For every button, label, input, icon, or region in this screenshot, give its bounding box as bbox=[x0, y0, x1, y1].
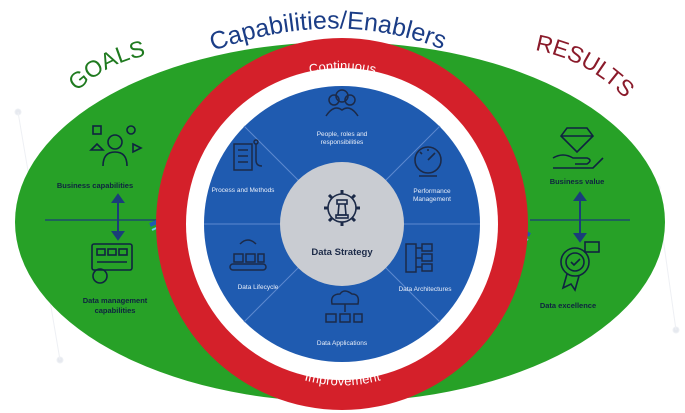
performance-label-line1: Performance bbox=[413, 188, 451, 195]
applications-label: Data Applications bbox=[317, 340, 368, 347]
results-double-arrow bbox=[573, 191, 587, 243]
cloud-devices-icon bbox=[325, 290, 363, 323]
dashboard-gear-icon bbox=[91, 243, 133, 284]
architecture-label: Data Architectures bbox=[398, 286, 452, 293]
business-capabilities-label: Business capabilities bbox=[57, 181, 133, 190]
data-management-label-line1: Data management bbox=[83, 296, 148, 305]
data-excellence-label: Data excellence bbox=[540, 301, 596, 310]
process-label: Process and Methods bbox=[212, 187, 276, 194]
thinking-person-icon bbox=[89, 125, 143, 167]
center-label: Data Strategy bbox=[311, 247, 373, 258]
award-seal-icon bbox=[560, 241, 600, 292]
people-label-line2: responsibilities bbox=[321, 139, 364, 146]
hand-diamond-icon bbox=[552, 127, 604, 169]
people-icon bbox=[325, 89, 359, 117]
architecture-icon bbox=[405, 243, 433, 273]
gauge-icon bbox=[414, 146, 442, 177]
lifecycle-label: Data Lifecycle bbox=[238, 284, 279, 291]
chess-gear-icon bbox=[324, 190, 360, 226]
data-management-label-line2: capabilities bbox=[95, 306, 136, 315]
goals-double-arrow bbox=[111, 193, 125, 241]
process-icon bbox=[233, 139, 263, 171]
improvement-label: Improvement bbox=[303, 368, 382, 388]
performance-label-line2: Management bbox=[413, 196, 451, 203]
business-value-label: Business value bbox=[550, 177, 605, 186]
people-label-line1: People, roles and bbox=[317, 131, 368, 138]
conveyor-icon bbox=[229, 239, 267, 271]
